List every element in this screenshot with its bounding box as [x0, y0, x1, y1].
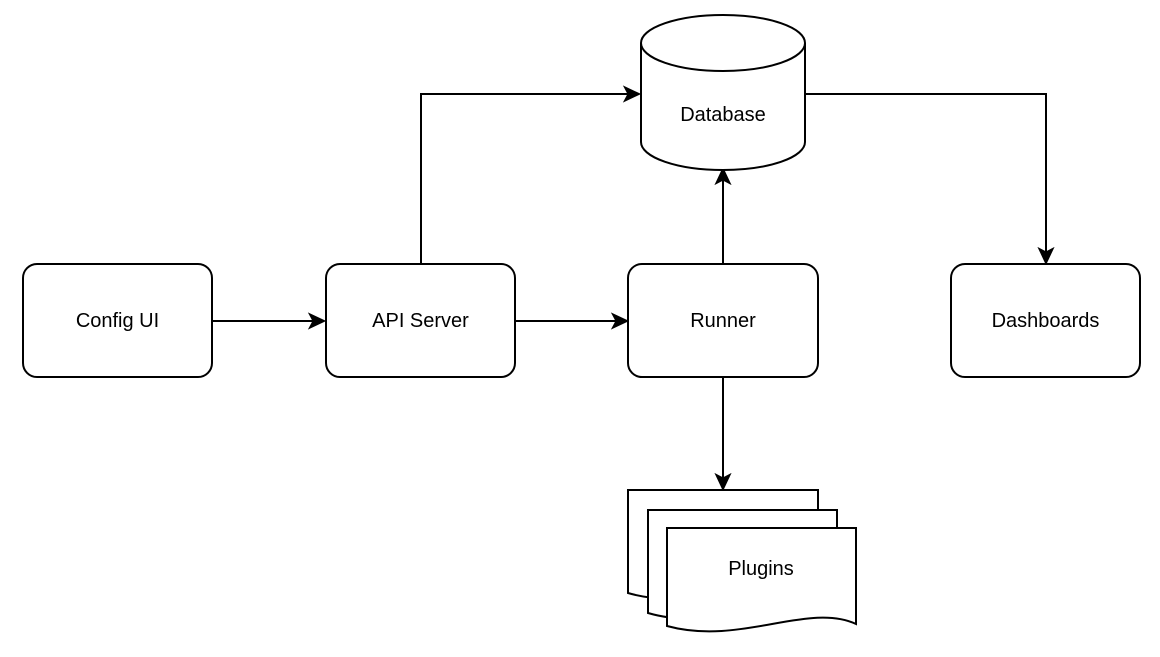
node-config-ui[interactable]: Config UI: [22, 263, 213, 378]
arrowhead: [610, 312, 630, 330]
edge-api-server-to-runner: [515, 312, 630, 330]
node-api-server-box: [325, 263, 516, 378]
node-runner-label: Runner: [690, 310, 756, 332]
node-dashboards-label: Dashboards: [992, 310, 1100, 332]
edge-api-server-to-database: [420, 85, 642, 264]
arrowhead: [714, 472, 732, 492]
node-dashboards-box: [950, 263, 1141, 378]
edge-config-ui-to-api-server: [212, 312, 327, 330]
arrowhead: [622, 85, 642, 103]
node-database-cylinder-body: [640, 43, 806, 171]
edge-runner-to-plugins: [714, 378, 732, 492]
arrowhead: [307, 312, 327, 330]
node-api-server[interactable]: API Server: [325, 263, 516, 378]
node-dashboards[interactable]: Dashboards: [950, 263, 1141, 378]
edge-database-to-dashboards: [806, 93, 1055, 266]
arrowhead: [714, 166, 732, 186]
node-database[interactable]: Database: [640, 14, 806, 171]
node-config-ui-label: Config UI: [76, 310, 159, 332]
node-api-server-label: API Server: [372, 310, 469, 332]
node-database-cylinder-top: [640, 14, 806, 72]
node-plugins[interactable]: Plugins: [627, 489, 857, 633]
node-plugins-page-front: [666, 527, 857, 633]
node-runner-box: [627, 263, 819, 378]
node-database-label: Database: [680, 104, 766, 126]
node-runner[interactable]: Runner: [627, 263, 819, 378]
edge-runner-to-database: [714, 166, 732, 264]
arrowhead: [1037, 246, 1055, 266]
node-config-ui-box: [22, 263, 213, 378]
node-plugins-label: Plugins: [728, 558, 794, 580]
